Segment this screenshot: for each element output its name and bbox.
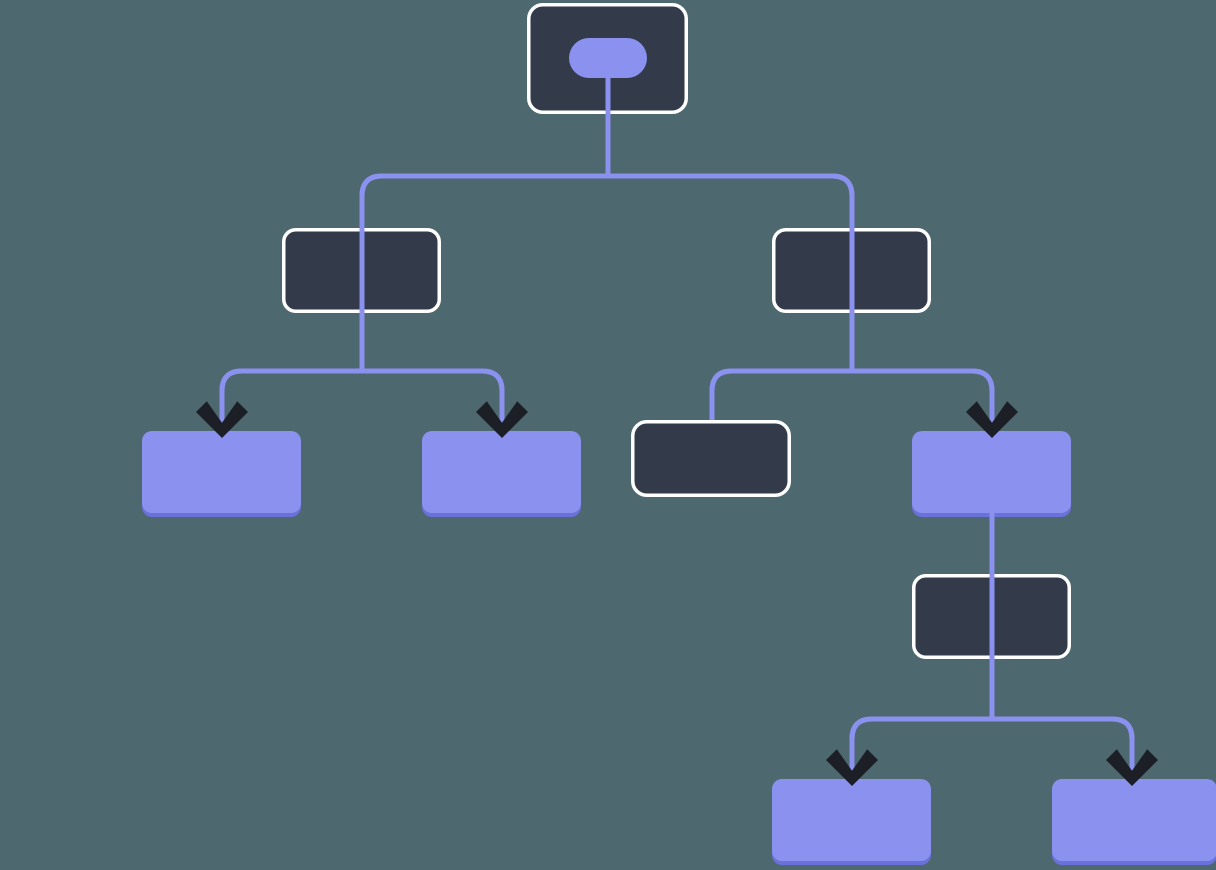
edge-right-branch-to-mid-purple (849, 313, 995, 431)
edge-sub-branch-to-leaf-6-arrowhead-icon (1106, 749, 1158, 786)
edge-right-branch-to-collapsed-3 (709, 313, 855, 420)
edge-root-to-left-branch (359, 114, 611, 313)
edge-sub-branch-to-leaf-6 (989, 659, 1135, 779)
mid-purple-node[interactable] (912, 431, 1071, 517)
node-decorations-layer (359, 38, 995, 645)
edge-right-branch-to-collapsed-3 (709, 313, 855, 420)
leaf-node-1[interactable] (142, 431, 301, 517)
edge-left-branch-to-leaf-2-arrowhead-icon (476, 401, 528, 438)
nodes-layer (142, 3, 1216, 865)
node-body[interactable] (631, 420, 791, 497)
edge-left-branch-to-leaf-2 (359, 313, 505, 431)
edge-left-branch-to-leaf-1-arrowhead-icon (196, 401, 248, 438)
edge-right-branch-to-mid-purple-arrowhead-icon (966, 401, 1018, 438)
collapsed-node-3[interactable] (631, 420, 791, 497)
edge-left-branch-to-leaf-1 (219, 313, 365, 431)
leaf-node-6[interactable] (1052, 779, 1216, 865)
arrowheads-layer (196, 401, 1158, 786)
edge-root-to-right-branch (605, 114, 855, 313)
pin-stem (605, 58, 611, 114)
leaf-node-5[interactable] (772, 779, 931, 865)
root-node-pin-icon (569, 38, 647, 114)
node-body[interactable] (912, 431, 1071, 513)
pin-head (569, 38, 647, 78)
node-body[interactable] (142, 431, 301, 513)
edge-sub-branch-to-leaf-5 (849, 659, 995, 779)
edges-overlay-layer (219, 114, 1135, 779)
node-body[interactable] (422, 431, 581, 513)
node-body[interactable] (1052, 779, 1216, 861)
edge-sub-branch-to-leaf-5-arrowhead-icon (826, 749, 878, 786)
leaf-node-2[interactable] (422, 431, 581, 517)
node-body[interactable] (772, 779, 931, 861)
